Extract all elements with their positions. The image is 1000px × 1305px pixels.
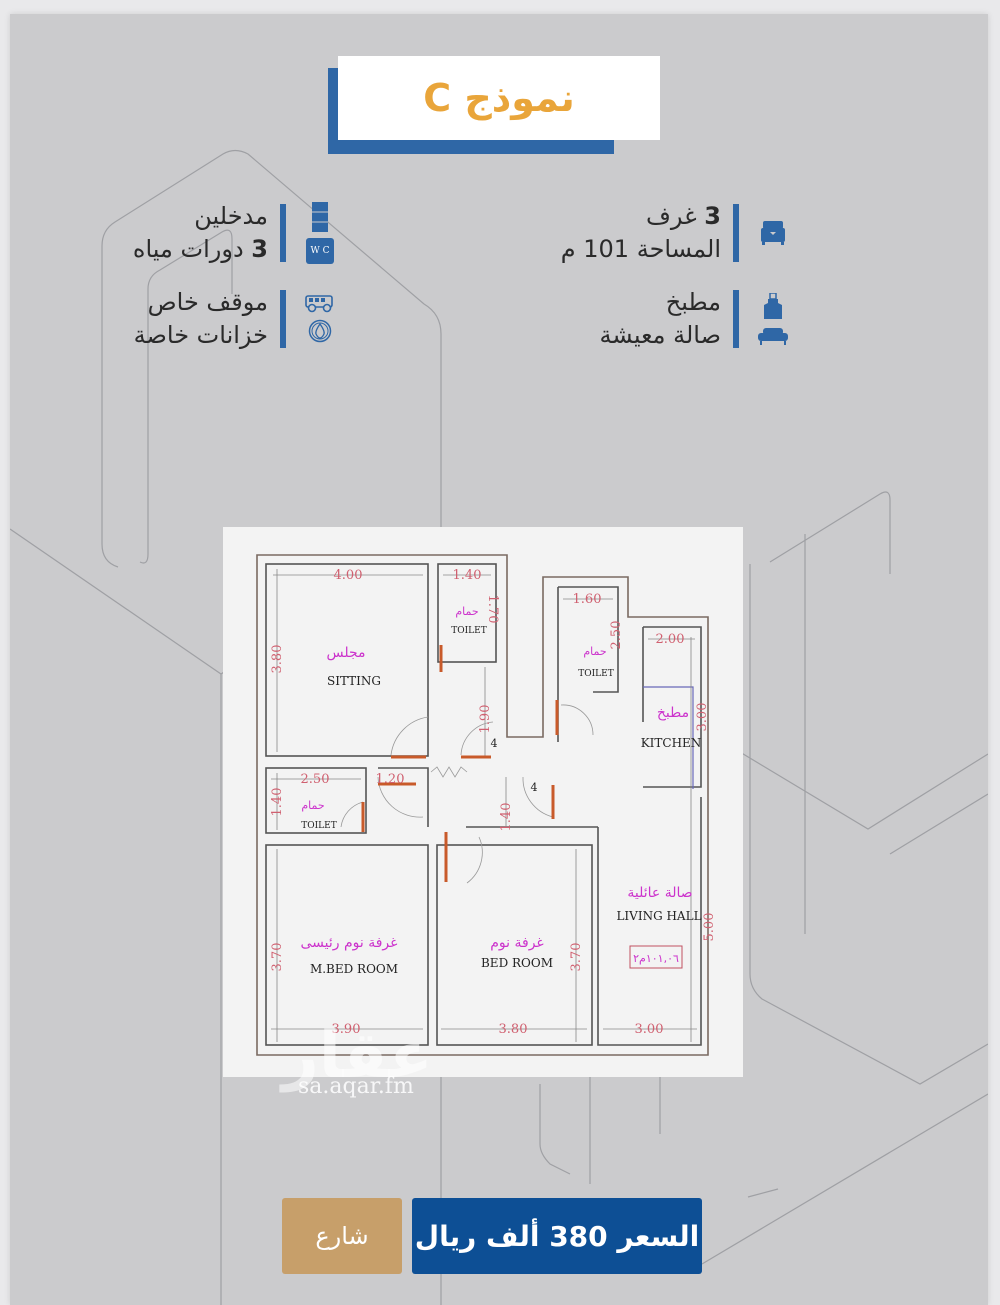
room-ar-toilet1: حمام: [455, 605, 478, 618]
door-icon: [312, 202, 328, 232]
dim-bed-height: 3.70: [569, 943, 584, 972]
price-button[interactable]: السعر 380 ألف ريال: [412, 1198, 702, 1274]
listing-card: نموذج C 3 غرف المساحة 101 م: [10, 14, 988, 1305]
dim-kitchen-width: 2.00: [656, 632, 685, 647]
feature-entrances-wc: W C مدخلين 3 دورات مياه: [133, 200, 340, 266]
dim-mbed-height: 3.70: [270, 943, 285, 972]
room-ar-toilet2: حمام: [583, 645, 606, 658]
dim-toilet3-width: 2.50: [301, 772, 330, 787]
parking-line: موقف خاص: [147, 288, 268, 316]
area-line: المساحة 101 م: [560, 235, 721, 263]
room-en-toilet2: TOILET: [578, 669, 614, 679]
divider-bar: [280, 204, 286, 262]
dim-living-width: 3.00: [635, 1022, 664, 1037]
dim-toilet2-width: 1.60: [573, 592, 602, 607]
floor-plan-image: 4.00 1.40 1.60 2.00 2.50 3.90 3.80 3.00 …: [223, 527, 743, 1077]
room-ar-mbed: غرفة نوم رئيسى: [301, 935, 398, 951]
feature-parking-tanks: موقف خاص خزانات خاصة: [134, 286, 340, 352]
dim-corridor-2: 1.40: [499, 803, 514, 832]
aqar-watermark-logo: عقار: [282, 1019, 433, 1093]
water-tank-icon: [308, 319, 332, 343]
room-en-sitting: SITTING: [327, 674, 381, 688]
wc-count-line: 3 دورات مياه: [132, 235, 268, 263]
dim-toilet2-height: 2.50: [609, 621, 624, 650]
kitchen-line: مطبخ: [665, 288, 721, 316]
rooms-count-line: 3 غرف: [645, 202, 721, 230]
corridor-label-b: 4: [531, 781, 538, 794]
area-label: ١٠١,٠٦م٢: [633, 952, 679, 965]
model-title-block: نموذج C: [328, 56, 660, 168]
feature-rooms-area: 3 غرف المساحة 101 م: [561, 200, 793, 266]
room-ar-sitting: مجلس: [326, 645, 365, 661]
divider-bar: [733, 290, 739, 348]
dim-kitchen-height: 3.00: [695, 703, 710, 732]
entrances-line: مدخلين: [194, 202, 268, 230]
corridor-label-a: 4: [491, 737, 498, 750]
sofa-icon: [758, 328, 788, 345]
feature-kitchen-living: مطبخ صالة معيشة: [600, 286, 793, 352]
dim-toilet1-width: 1.40: [453, 568, 482, 583]
wc-icon: W C: [306, 238, 334, 264]
dim-sitting-width: 4.00: [334, 568, 363, 583]
car-icon: [305, 295, 333, 313]
living-line: صالة معيشة: [599, 321, 721, 349]
bed-icon: [761, 221, 785, 245]
room-en-living: LIVING HALL: [616, 909, 701, 923]
room-en-mbed: M.BED ROOM: [310, 962, 398, 976]
dim-corridor-1: 1.90: [478, 705, 493, 734]
dim-sitting-height: 3.80: [270, 645, 285, 674]
dim-living-height: 5.00: [702, 913, 717, 942]
apron-icon: [764, 293, 782, 319]
room-ar-living: صالة عائلية: [627, 885, 692, 901]
dim-corridor: 1.20: [376, 772, 405, 787]
divider-bar: [733, 204, 739, 262]
dim-bed-width: 3.80: [499, 1022, 528, 1037]
dim-toilet3-height: 1.40: [270, 788, 285, 817]
room-ar-kitchen: مطبخ: [657, 705, 689, 721]
room-en-toilet3: TOILET: [301, 821, 337, 831]
dim-toilet1-height: 1.70: [485, 595, 500, 624]
dim-mbed-width: 3.90: [332, 1022, 361, 1037]
room-ar-bed: غرفة نوم: [490, 935, 544, 951]
title-box: نموذج C: [338, 56, 660, 140]
divider-bar: [280, 290, 286, 348]
street-button[interactable]: شارع: [282, 1198, 402, 1274]
room-en-bed: BED ROOM: [481, 956, 553, 970]
room-en-kitchen: KITCHEN: [641, 736, 702, 750]
room-ar-toilet3: حمام: [301, 799, 324, 812]
tanks-line: خزانات خاصة: [133, 321, 268, 349]
aqar-watermark-url: sa.aqar.fm: [298, 1074, 414, 1099]
model-title: نموذج C: [423, 76, 575, 120]
room-en-toilet1: TOILET: [451, 626, 487, 636]
